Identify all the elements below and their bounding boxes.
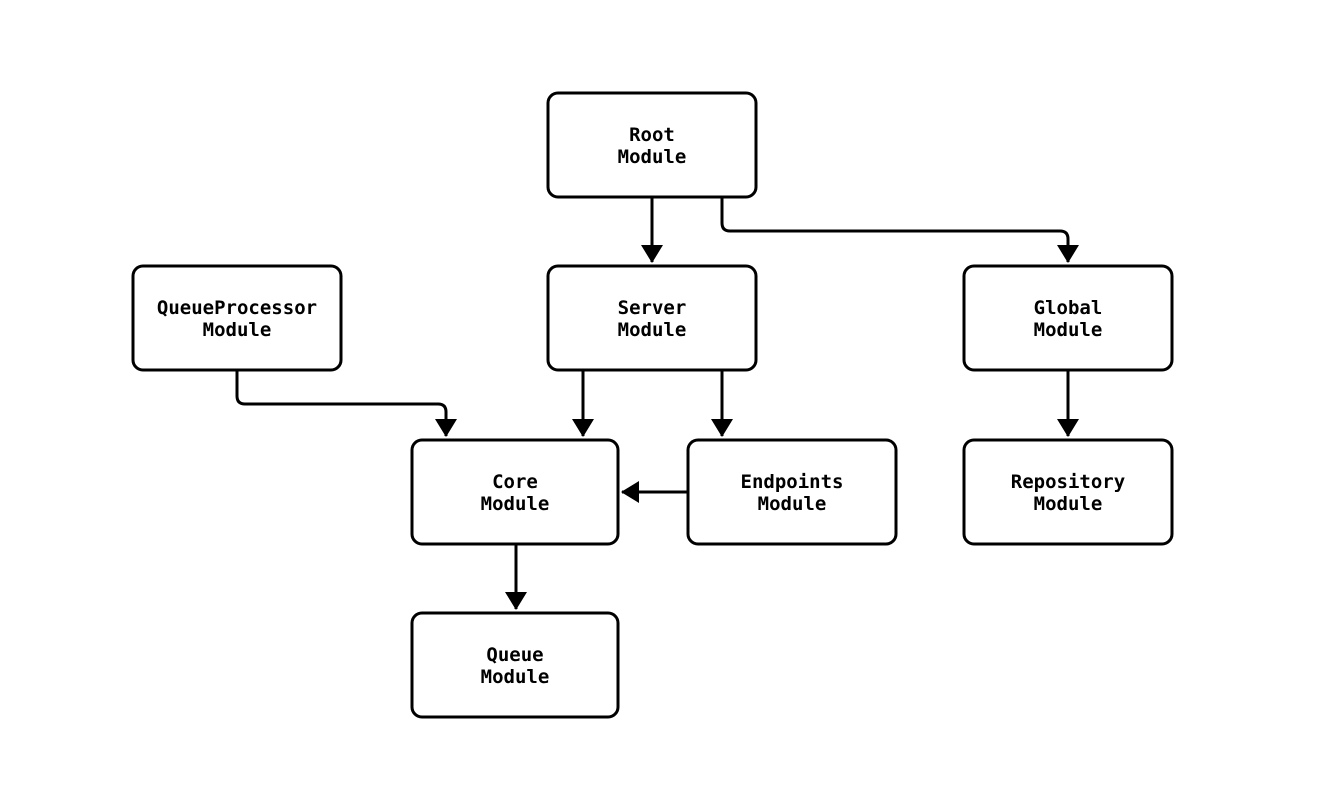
node-box [686, 438, 898, 546]
edge-queueprocessor-to-core [235, 370, 457, 437]
node-box [962, 438, 1174, 546]
node-core-module: Core Module [410, 438, 620, 546]
node-queue-module: Queue Module [410, 611, 620, 719]
node-repository-module: Repository Module [962, 438, 1174, 546]
node-label-line1: Root [629, 124, 675, 146]
node-queueprocessor-module: QueueProcessor Module [131, 264, 343, 372]
node-box [410, 438, 620, 546]
edge-root-to-global [720, 197, 1079, 263]
node-box [962, 264, 1174, 372]
node-label-line2: Module [481, 493, 550, 515]
node-label-line2: Module [203, 319, 272, 341]
node-server-module: Server Module [546, 264, 758, 372]
node-global-module: Global Module [962, 264, 1174, 372]
node-box [131, 264, 343, 372]
edges-layer [235, 197, 1079, 610]
node-label-line2: Module [618, 319, 687, 341]
node-root-module: Root Module [546, 91, 758, 199]
node-label-line2: Module [1034, 493, 1103, 515]
node-label-line1: Repository [1011, 471, 1125, 493]
node-label-line2: Module [758, 493, 827, 515]
node-label-line2: Module [618, 146, 687, 168]
node-label-line1: Server [618, 297, 687, 319]
node-label-line2: Module [481, 666, 550, 688]
node-label-line1: Core [492, 471, 538, 493]
nodes-layer: Root Module QueueProcessor Module Server… [131, 91, 1174, 719]
node-box [410, 611, 620, 719]
node-box [546, 264, 758, 372]
node-box [546, 91, 758, 199]
node-label-line2: Module [1034, 319, 1103, 341]
node-label-line1: Queue [486, 644, 543, 666]
node-label-line1: QueueProcessor [157, 297, 317, 319]
node-label-line1: Endpoints [741, 471, 844, 493]
node-label-line1: Global [1034, 297, 1103, 319]
node-endpoints-module: Endpoints Module [686, 438, 898, 546]
